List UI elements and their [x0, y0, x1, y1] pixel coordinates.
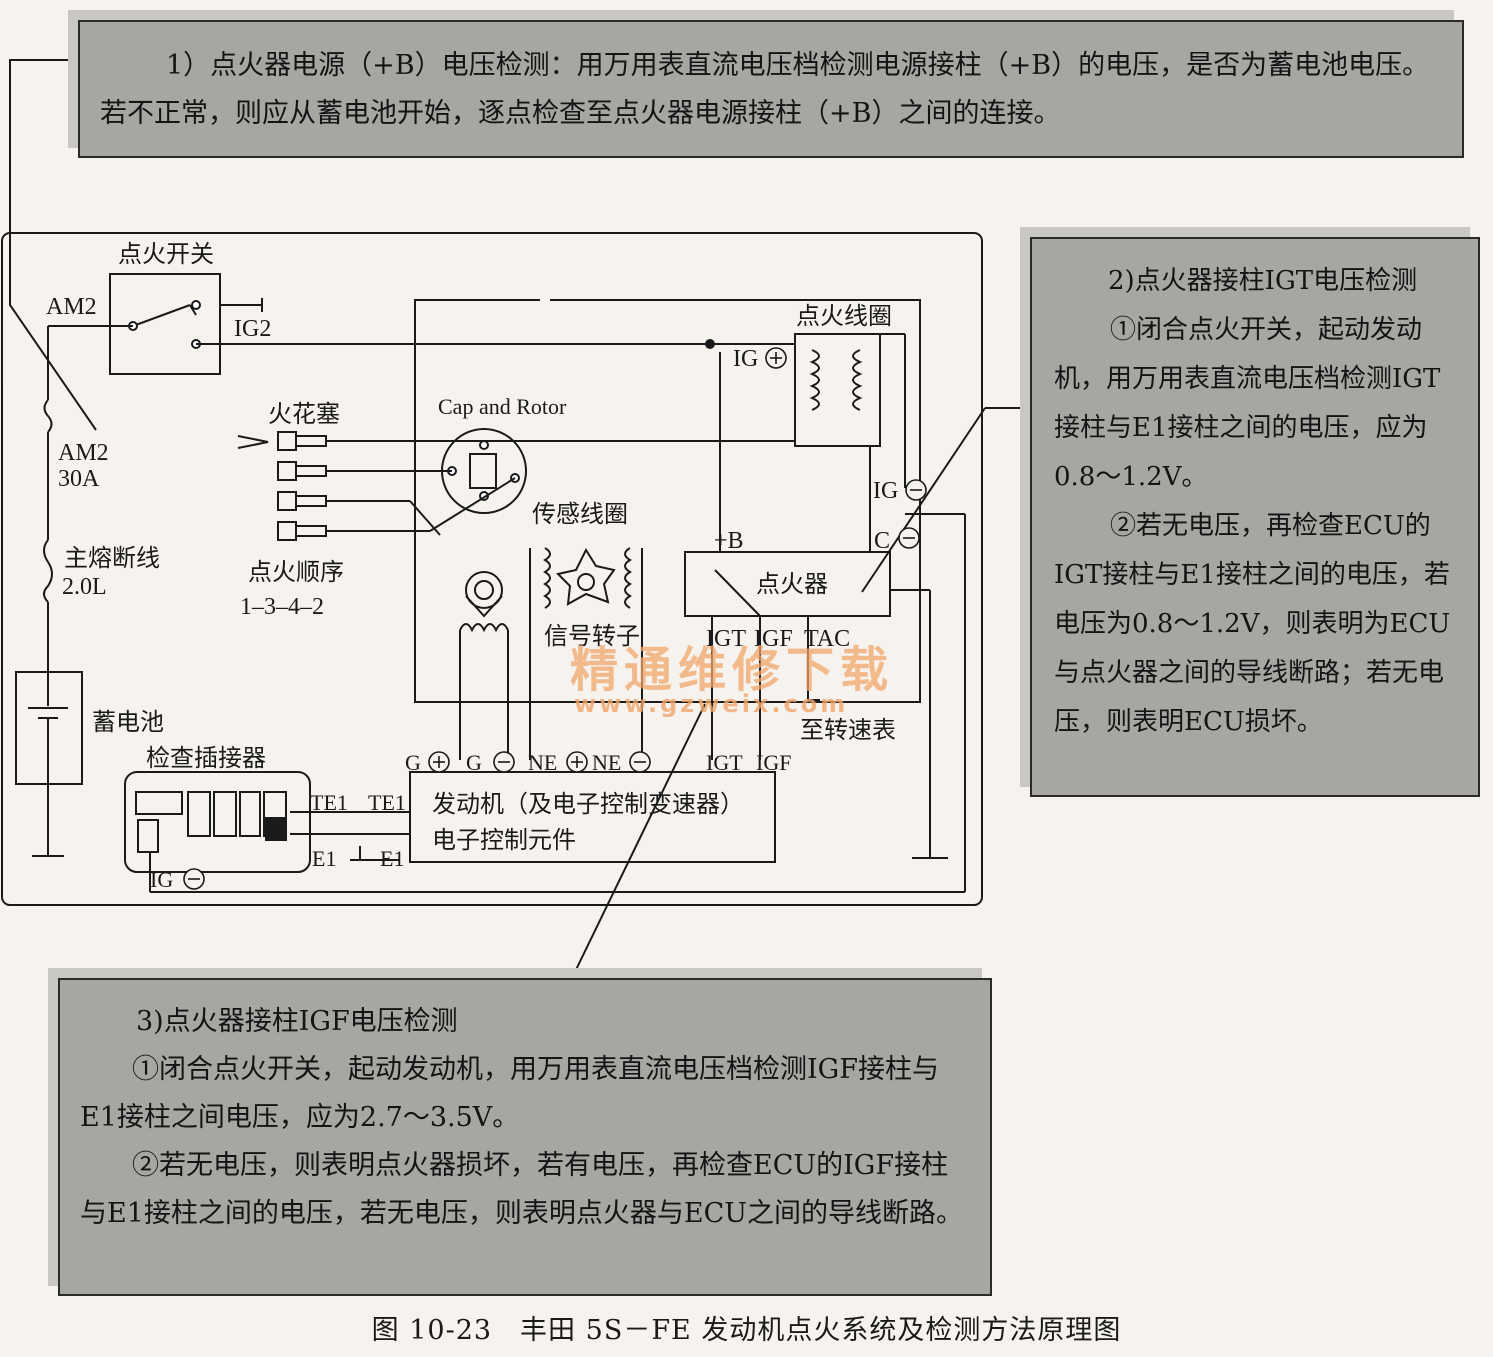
label-check-connector: 检查插接器 [146, 744, 266, 772]
label-fuse-30a: 30A [58, 466, 100, 492]
ecu-box [409, 771, 776, 863]
callout-igt-step2: ②若无电压，再检查ECU的IGT接柱与E1接柱之间的电压，若电压为0.8～1.2… [1054, 511, 1451, 737]
label-te1-right: TE1 [368, 790, 406, 815]
label-ne-plus: NE [528, 750, 557, 775]
label-ignition-switch: 点火开关 [118, 240, 214, 268]
callout-igt-title: 2)点火器接柱IGT电压检测 [1108, 266, 1418, 296]
label-am2: AM2 [46, 294, 97, 320]
label-to-tachometer: 至转速表 [800, 716, 896, 744]
label-igt: IGT [706, 626, 746, 652]
label-firing-order: 点火顺序 [248, 558, 344, 586]
label-g-plus: G [405, 750, 421, 775]
label-ig2: IG2 [234, 316, 271, 342]
circuit-frame [1, 232, 983, 906]
callout-igt-step1: ①闭合点火开关，起动发动机，用万用表直流电压档检测IGT接柱与E1接柱之间的电压… [1054, 315, 1441, 492]
label-te1-left: TE1 [310, 790, 348, 815]
label-ig-plus: IG [733, 346, 758, 372]
callout-power-check: 1）点火器电源（+B）电压检测：用万用表直流电压档检测电源接柱（+B）的电压，是… [78, 20, 1464, 158]
label-igniter: 点火器 [756, 570, 828, 598]
label-e1-left: E1 [312, 846, 336, 871]
label-e1-right: E1 [380, 846, 404, 871]
igniter-box [684, 551, 891, 617]
label-signal-rotor: 信号转子 [544, 622, 640, 650]
figure-caption: 图 10-23 丰田 5S－FE 发动机点火系统及检测方法原理图 [371, 1315, 1122, 1346]
label-igf: IGF [754, 626, 793, 652]
sensing-coil-right [624, 547, 632, 609]
callout-igf-step2: ②若无电压，则表明点火器损坏，若有电压，再检查ECU的IGF接柱与E1接柱之间的… [80, 1150, 964, 1229]
ignition-coil-box [794, 333, 881, 447]
label-ecu-line1: 发动机（及电子控制变速器） [432, 790, 744, 818]
label-tac: TAC [804, 626, 850, 652]
watermark-url: www.gzweix.com [574, 690, 848, 718]
callout-igt-check: 2)点火器接柱IGT电压检测 ①闭合点火开关，起动发动机，用万用表直流电压档检测… [1030, 237, 1480, 797]
signal-rotor-shape [556, 547, 616, 606]
label-main-fuse-rating: 2.0L [62, 574, 107, 600]
label-ecu-igt: IGT [706, 750, 743, 775]
callout-igf-check: 3)点火器接柱IGF电压检测 ①闭合点火开关，起动发动机，用万用表直流电压档检测… [58, 978, 992, 1296]
label-battery: 蓄电池 [92, 708, 164, 736]
callout-igf-title: 3)点火器接柱IGF电压检测 [136, 1006, 458, 1037]
label-main-fuse: 主熔断线 [64, 544, 160, 572]
callout-igf-step1: ①闭合点火开关，起动发动机，用万用表直流电压档检测IGF接柱与E1接柱之间电压，… [80, 1054, 939, 1133]
label-ignition-coil: 点火线圈 [796, 302, 892, 330]
leader-line-igf [571, 703, 706, 979]
label-cap-rotor: Cap and Rotor [438, 394, 567, 419]
check-connector-box [124, 771, 311, 873]
label-spark-plug: 火花塞 [268, 400, 340, 428]
sensing-coil-left [543, 547, 551, 609]
label-c-minus: C [874, 528, 890, 554]
spark-plugs [237, 431, 516, 541]
leader-line-power [9, 59, 97, 431]
watermark-cn: 精通维修下载 [570, 642, 894, 698]
label-firing-order-value: 1–3–4–2 [240, 594, 324, 620]
label-plus-b: +B [714, 528, 744, 554]
label-fuse-am2: AM2 [58, 440, 109, 466]
label-ecu-line2: 电子控制元件 [432, 826, 576, 854]
label-ecu-igf: IGF [756, 750, 791, 775]
label-g-minus: G [466, 750, 482, 775]
callout-power-check-text: 1）点火器电源（+B）电压检测：用万用表直流电压档检测电源接柱（+B）的电压，是… [100, 50, 1430, 129]
label-ne-minus: NE [592, 750, 621, 775]
label-sensing-coil: 传感线圈 [532, 500, 628, 528]
ignition-switch-box [109, 273, 221, 375]
label-ig-minus-bottom: IG [150, 867, 173, 892]
label-ig-minus: IG [873, 478, 898, 504]
